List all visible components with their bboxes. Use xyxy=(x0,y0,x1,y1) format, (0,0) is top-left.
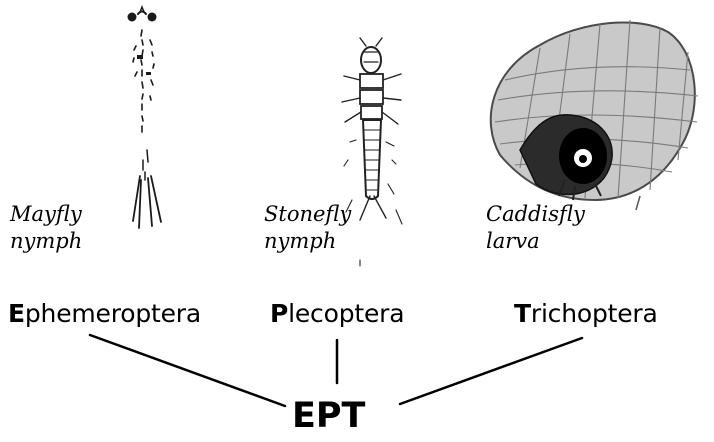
order-trichoptera-initial: T xyxy=(514,299,531,328)
order-trichoptera: Trichoptera xyxy=(514,299,658,329)
ept-acronym: EPT xyxy=(292,396,365,436)
stonefly-caption-line2: nymph xyxy=(264,228,351,255)
stonefly-caption: Stonefly nymph xyxy=(264,201,351,255)
order-ephemeroptera-initial: E xyxy=(8,299,25,328)
order-ephemeroptera: Ephemeroptera xyxy=(8,299,201,329)
caddisfly-caption-line2: larva xyxy=(486,228,585,255)
order-plecoptera-rest: lecoptera xyxy=(288,299,404,328)
mayfly-caption: Mayfly nymph xyxy=(10,201,82,255)
mayfly-caption-line2: nymph xyxy=(10,228,82,255)
order-plecoptera-initial: P xyxy=(270,299,288,328)
caddisfly-caption: Caddisfly larva xyxy=(486,201,585,255)
order-ephemeroptera-rest: phemeroptera xyxy=(25,299,201,328)
order-plecoptera: Plecoptera xyxy=(270,299,404,329)
stonefly-caption-line1: Stonefly xyxy=(264,201,351,228)
mayfly-caption-line1: Mayfly xyxy=(10,201,82,228)
connector-line-trichoptera xyxy=(400,338,582,404)
mayfly-nymph-illustration xyxy=(128,7,161,228)
connector-line-ephemeroptera xyxy=(90,335,285,406)
caddisfly-caption-line1: Caddisfly xyxy=(486,201,585,228)
order-trichoptera-rest: richoptera xyxy=(531,299,658,328)
caddisfly-larva-illustration xyxy=(491,20,698,210)
